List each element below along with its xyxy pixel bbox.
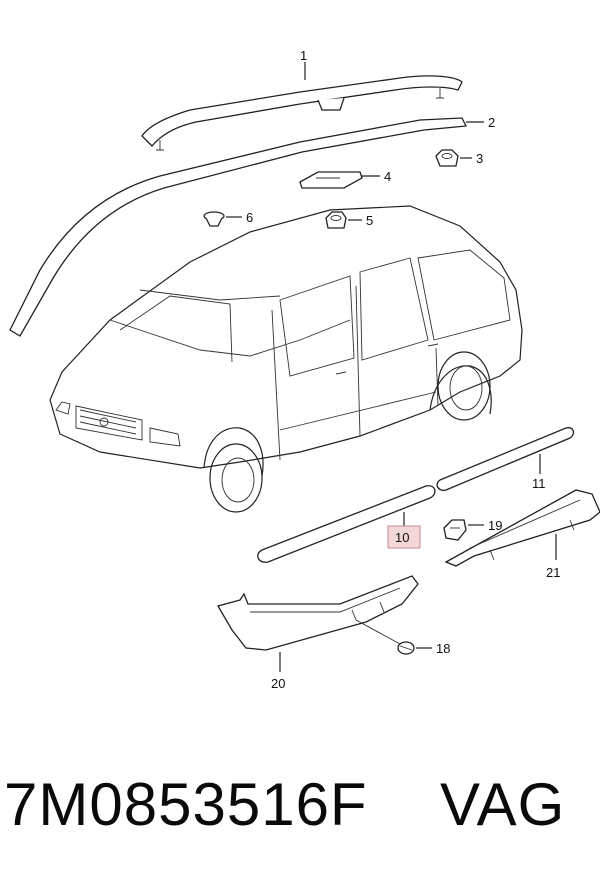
- brand-label: VAG: [440, 771, 566, 838]
- callout-2: 2: [488, 115, 495, 130]
- right-sill-trim-part: [444, 489, 600, 567]
- clip-part-19: [443, 519, 467, 541]
- footer: 7M0853516F VAG: [0, 748, 600, 879]
- roof-trim-strip-part: [9, 117, 468, 337]
- front-trim-strip-part: [257, 485, 436, 563]
- callout-21: 21: [546, 565, 560, 580]
- vehicle-illustration: [49, 205, 523, 513]
- callout-3: 3: [476, 151, 483, 166]
- callout-19: 19: [488, 518, 502, 533]
- roof-rail-part: [141, 75, 463, 151]
- parts-diagram: 1 2 3 4 5 6: [9, 48, 600, 691]
- callout-18: 18: [436, 641, 450, 656]
- nut-part-5: [325, 211, 347, 229]
- callout-5: 5: [366, 213, 373, 228]
- highlight-box-10: [387, 525, 421, 549]
- left-sill-trim-part: [217, 575, 419, 651]
- callout-1: 1: [300, 48, 307, 63]
- rear-trim-strip-part: [436, 427, 575, 491]
- callout-20: 20: [271, 676, 285, 691]
- bracket-part-4: [299, 171, 363, 189]
- clip-part-6: [203, 211, 225, 227]
- callout-10: 10: [395, 530, 409, 545]
- part-number-label: 7M0853516F: [4, 771, 368, 838]
- screw-part-18: [355, 619, 415, 655]
- nut-part-3: [435, 149, 459, 167]
- callout-6: 6: [246, 210, 253, 225]
- callout-4: 4: [384, 169, 391, 184]
- callout-11: 11: [532, 476, 546, 491]
